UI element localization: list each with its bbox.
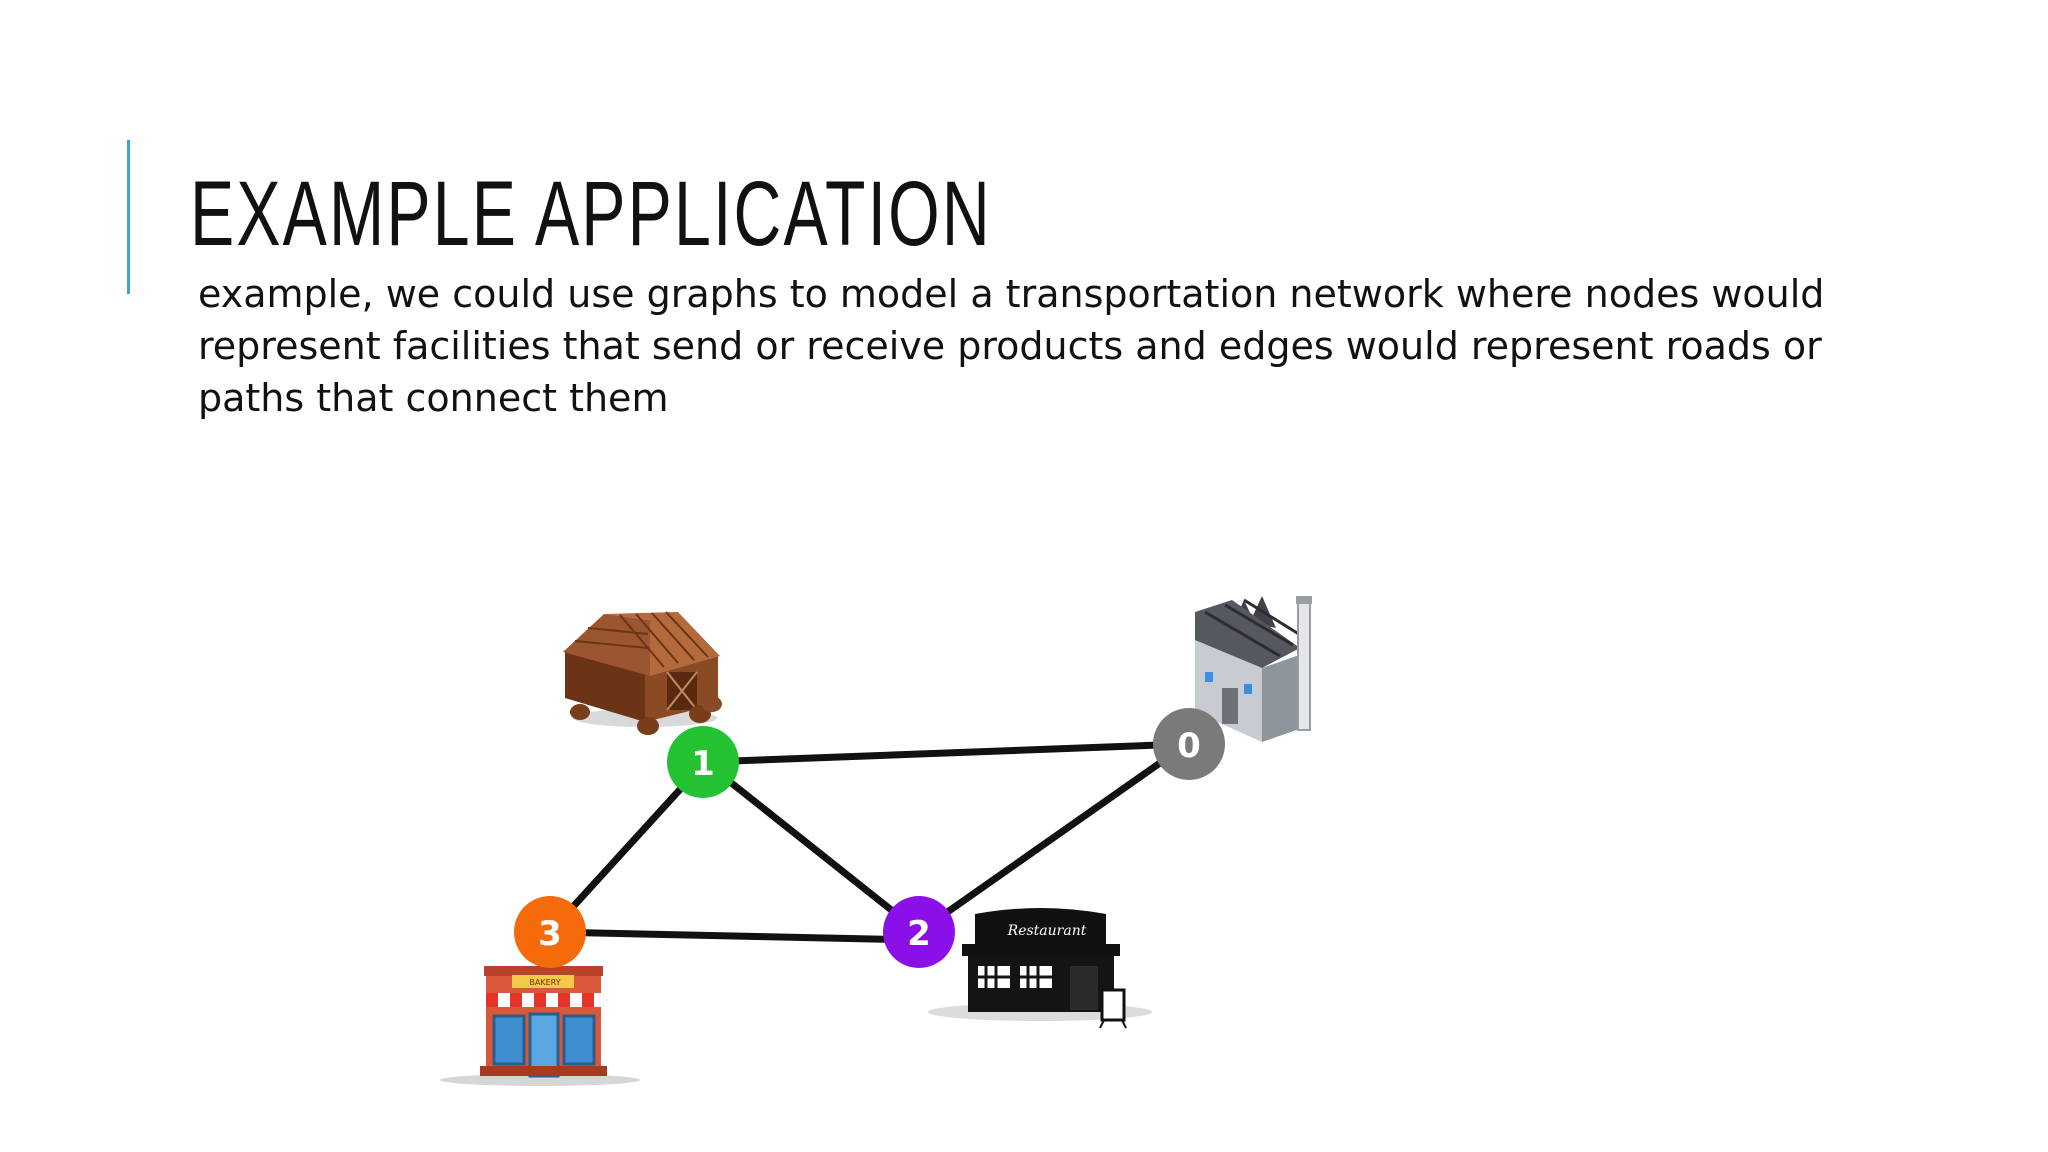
graph-node-1: 1	[667, 726, 739, 798]
edge-2-0	[916, 741, 1190, 935]
body-line: example, we could use graphs to model a …	[198, 272, 1825, 316]
bakery-icon: BAKERY	[440, 966, 640, 1086]
edge-3-2	[549, 928, 920, 944]
factory-icon	[1195, 596, 1312, 742]
bakery-sign: BAKERY	[529, 978, 560, 987]
title-accent-bar	[127, 140, 130, 294]
node-label: 2	[907, 914, 931, 954]
edge-1-0	[704, 740, 1188, 766]
graph-node-0: 0	[1153, 708, 1225, 780]
node-label: 0	[1177, 726, 1201, 766]
node-label: 1	[691, 744, 715, 784]
graph-node-3: 3	[514, 896, 586, 968]
graph-node-2: 2	[883, 896, 955, 968]
body-line: paths that connect them	[198, 376, 669, 420]
graph-edges	[547, 740, 1190, 944]
body-line: represent facilities that send or receiv…	[198, 324, 1822, 368]
slide-body: example, we could use graphs to model a …	[198, 268, 1838, 424]
restaurant-icon: Restaurant	[928, 908, 1152, 1029]
warehouse-icon	[563, 611, 722, 735]
node-label: 3	[538, 914, 562, 954]
slide-title: EXAMPLE APPLICATION	[190, 163, 992, 265]
edge-1-3	[547, 759, 708, 935]
restaurant-sign: Restaurant	[1007, 923, 1087, 939]
edge-1-2	[702, 759, 922, 935]
